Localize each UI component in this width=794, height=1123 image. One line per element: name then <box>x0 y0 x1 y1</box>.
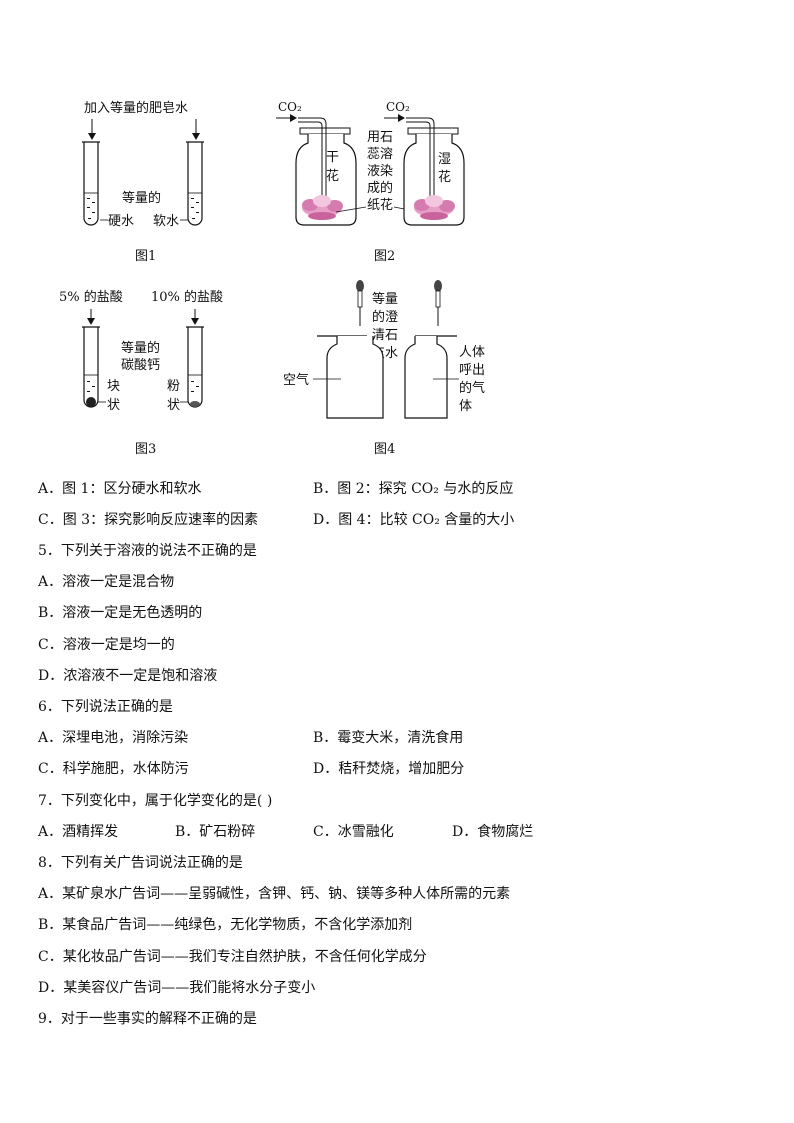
q5-option-b[interactable]: B．溶液一定是无色透明的 <box>38 605 203 621</box>
fig3-right-state-2: 状 <box>167 398 180 413</box>
fig3-right-acid: 10% 的盐酸 <box>151 289 223 305</box>
fig2-dry-flower-2: 花 <box>326 168 339 184</box>
fig4-right-1: 人体 <box>459 345 485 360</box>
fig3-caption: 图3 <box>135 442 157 457</box>
fig2-wet-flower-1: 湿 <box>438 152 451 167</box>
q6-option-b[interactable]: B．霉变大米，清洗食用 <box>313 730 464 746</box>
fig2-gas-right: CO₂ <box>386 100 410 114</box>
fig4-caption: 图4 <box>374 442 396 457</box>
fig4-left-label: 空气 <box>283 372 309 388</box>
fig3-mid-1: 等量的 <box>121 340 160 356</box>
fig2-mid-2: 蕊溶 <box>367 147 393 162</box>
q7-option-c[interactable]: C．冰雪融化 <box>313 824 394 840</box>
q8-option-a[interactable]: A．某矿泉水广告词——呈弱碱性，含钾、钙、钠、镁等多种人体所需的元素 <box>38 886 511 902</box>
fig2-gas-left: CO₂ <box>278 100 302 114</box>
fig4-top-2: 的澄 <box>372 309 398 325</box>
fig4-top-1: 等量 <box>372 291 398 307</box>
fig2-mid-4: 成的 <box>367 180 393 196</box>
figure-1: 加入等量的肥皂水 等量的 硬水 软水 <box>82 100 204 229</box>
figure-4: 等量 的澄 清石 灰水 空气 人体 呼出 的气 体 <box>283 280 485 419</box>
fig3-left-state-1: 块 <box>107 379 120 394</box>
figure-2: CO₂ CO₂ 干 花 用石 蕊溶 液染 成的 纸花 湿 花 <box>276 100 465 226</box>
q8-option-c[interactable]: C．某化妆品广告词——我们专注自然护肤，不含任何化学成分 <box>38 949 427 965</box>
fig3-left-state-2: 状 <box>107 398 120 413</box>
q7-option-a[interactable]: A．酒精挥发 <box>38 824 119 840</box>
q8-stem: 8．下列有关广告词说法正确的是 <box>38 855 243 871</box>
figure-3: 5% 的盐酸 10% 的盐酸 等量的 碳酸钙 块 状 粉 状 <box>59 289 223 413</box>
q6-stem: 6．下列说法正确的是 <box>38 699 173 715</box>
fig2-wet-flower-2: 花 <box>438 169 451 185</box>
q5-option-a[interactable]: A．溶液一定是混合物 <box>38 574 175 590</box>
q5-option-c[interactable]: C．溶液一定是均一的 <box>38 637 175 653</box>
q4-option-b[interactable]: B．图 2：探究 CO₂ 与水的反应 <box>313 481 514 497</box>
q7-option-b[interactable]: B．矿石粉碎 <box>175 824 256 840</box>
fig1-mid-label: 等量的 <box>122 190 161 206</box>
fig1-caption: 图1 <box>135 249 157 264</box>
fig2-caption: 图2 <box>374 249 396 264</box>
q4-option-c[interactable]: C．图 3：探究影响反应速率的因素 <box>38 512 259 528</box>
q8-option-b[interactable]: B．某食品广告词——纯绿色，无化学物质，不含化学添加剂 <box>38 917 413 933</box>
fig2-dry-flower-1: 干 <box>326 150 339 165</box>
fig4-right-3: 的气 <box>459 380 485 396</box>
fig4-right-2: 呼出 <box>459 363 485 378</box>
fig1-top-label: 加入等量的肥皂水 <box>84 100 188 116</box>
fig4-top-3: 清石 <box>372 328 398 343</box>
q8-option-d[interactable]: D．某美容仪广告词——我们能将水分子变小 <box>38 980 316 996</box>
fig3-mid-2: 碳酸钙 <box>121 358 160 373</box>
fig4-right-4: 体 <box>459 399 472 414</box>
fig2-mid-5: 纸花 <box>367 197 393 213</box>
q5-option-d[interactable]: D．浓溶液不一定是饱和溶液 <box>38 668 218 684</box>
fig2-mid-3: 液染 <box>367 164 393 179</box>
q4-option-d[interactable]: D．图 4：比较 CO₂ 含量的大小 <box>313 512 515 528</box>
q6-option-a[interactable]: A．深埋电池，消除污染 <box>38 730 189 746</box>
fig3-right-state-1: 粉 <box>167 379 180 394</box>
q7-stem: 7．下列变化中，属于化学变化的是( ) <box>38 793 273 809</box>
fig1-right-label: 软水 <box>153 214 179 229</box>
fig1-left-label: 硬水 <box>108 214 134 229</box>
q4-option-a[interactable]: A．图 1：区分硬水和软水 <box>38 481 202 497</box>
q6-option-c[interactable]: C．科学施肥，水体防污 <box>38 761 189 777</box>
q5-stem: 5．下列关于溶液的说法不正确的是 <box>38 543 257 559</box>
q9-stem: 9．对于一些事实的解释不正确的是 <box>38 1011 257 1027</box>
q6-option-d[interactable]: D．秸秆焚烧，增加肥分 <box>313 761 465 777</box>
fig2-mid-1: 用石 <box>367 130 393 145</box>
fig3-left-acid: 5% 的盐酸 <box>59 289 123 305</box>
q7-option-d[interactable]: D．食物腐烂 <box>452 824 534 840</box>
